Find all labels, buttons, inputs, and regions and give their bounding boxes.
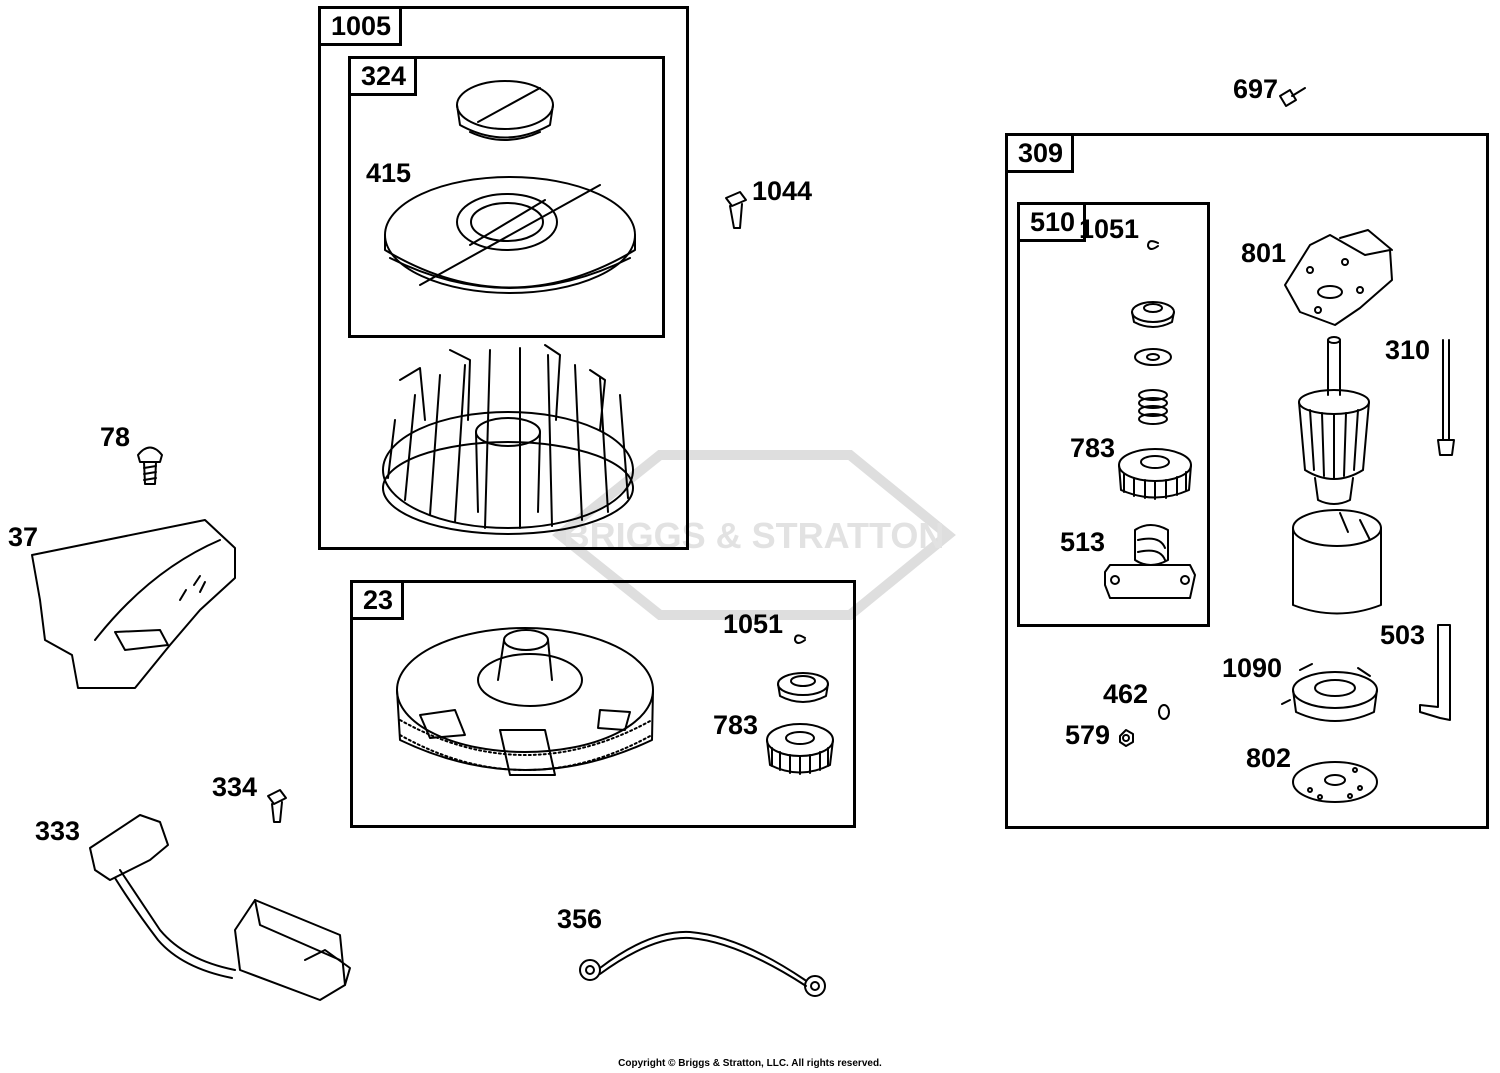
part-label-801: 801	[1241, 238, 1287, 268]
assembly-box-1005: 1005	[318, 6, 689, 550]
box-tag-1005: 1005	[318, 6, 403, 46]
copyright-notice: Copyright © Briggs & Stratton, LLC. All …	[618, 1058, 882, 1069]
gear-783-510-drawing	[1119, 449, 1191, 499]
part-label-37: 37	[8, 522, 39, 552]
part-label-513: 513	[1060, 527, 1106, 557]
box-tag-309: 309	[1005, 133, 1075, 173]
part-label-697: 697	[1233, 74, 1279, 104]
retainer-1051-drawing	[795, 635, 805, 643]
part-label-310: 310	[1385, 335, 1431, 365]
collar-510-drawing	[1132, 302, 1174, 327]
end-cap-801-drawing	[1285, 230, 1392, 325]
assembly-box-309: 309	[1005, 133, 1489, 829]
ignition-333-drawing	[90, 815, 350, 1000]
part-label-1090: 1090	[1222, 653, 1283, 683]
part-label-783-box23: 783	[713, 710, 759, 740]
assembly-box-23: 23	[350, 580, 856, 828]
part-label-802: 802	[1246, 743, 1292, 773]
part-label-503: 503	[1380, 620, 1426, 650]
bolt-1044-drawing	[726, 192, 746, 228]
part-label-1044: 1044	[752, 176, 813, 206]
box-tag-23: 23	[350, 580, 405, 620]
box-tag-324: 324	[348, 56, 418, 96]
washer-462-drawing	[1159, 705, 1169, 719]
part-label-356: 356	[557, 904, 603, 934]
part-label-415: 415	[366, 158, 412, 188]
fan-drawing	[383, 345, 633, 534]
box-tag-510: 510	[1017, 202, 1087, 242]
part-label-333: 333	[35, 816, 81, 846]
brush-holder-1090-drawing	[1282, 664, 1377, 721]
bolt-78-drawing	[138, 448, 162, 485]
plate-503-drawing	[1420, 625, 1450, 720]
assembly-box-324: 324	[348, 56, 665, 338]
ground-wire-356-drawing	[580, 932, 825, 996]
plate-802-drawing	[1293, 762, 1377, 802]
part-label-783-box510: 783	[1070, 433, 1116, 463]
part-label-462: 462	[1103, 679, 1149, 709]
through-bolt-310-drawing	[1438, 340, 1454, 455]
pinion-513-drawing	[1105, 525, 1195, 598]
part-label-78: 78	[100, 422, 131, 452]
assembly-box-510: 510	[1017, 202, 1210, 627]
bolt-334-drawing	[268, 790, 286, 822]
nut-579-drawing	[1120, 730, 1133, 746]
flywheel-23-drawing	[397, 628, 653, 775]
cap-324-drawing	[457, 81, 553, 140]
screen-415-drawing	[385, 177, 635, 293]
retainer-1051-510-drawing	[1148, 241, 1158, 249]
armature-drawing	[1299, 337, 1369, 504]
spring-510-drawing	[1139, 390, 1167, 424]
motor-housing-drawing	[1293, 510, 1381, 614]
part-label-334: 334	[212, 772, 258, 802]
washer-box23-drawing	[778, 673, 828, 702]
shroud-37-drawing	[32, 520, 235, 688]
gear-783-drawing	[767, 724, 833, 774]
part-label-579: 579	[1065, 720, 1111, 750]
bolt-697-drawing	[1280, 88, 1305, 106]
washer-510-drawing	[1135, 349, 1171, 365]
part-label-1051-box23: 1051	[723, 609, 784, 639]
part-label-1051-box510: 1051	[1079, 214, 1140, 244]
